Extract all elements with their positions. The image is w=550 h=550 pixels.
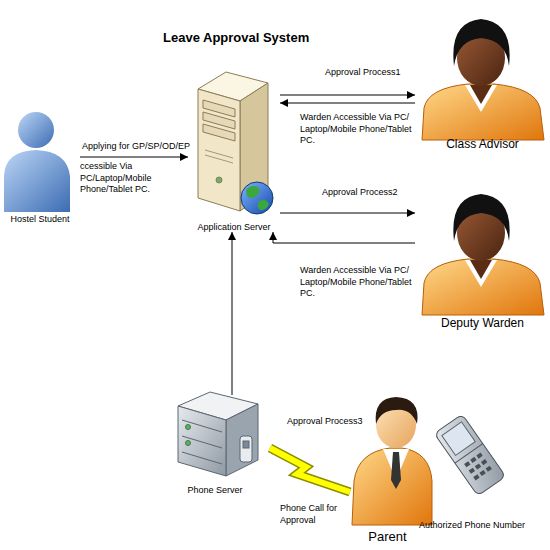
edge-label: Approval Process2 <box>322 187 432 199</box>
node-label: Deputy Warden <box>441 317 524 331</box>
diagram-title: Leave Approval System <box>163 30 383 47</box>
mobile-phone-illustration <box>434 414 505 496</box>
node-label: Phone Server <box>187 485 242 495</box>
phone-server-illustration <box>178 392 258 476</box>
node-label: Hostel Student <box>10 214 69 224</box>
student-figure: Hostel Student <box>0 110 80 224</box>
arrow-connector <box>273 232 415 243</box>
lightning-link <box>270 448 350 492</box>
advisor-illustration <box>422 19 544 140</box>
node-label: Class Advisor <box>446 138 519 152</box>
arrow-connector <box>280 213 415 214</box>
edge-label: Phone Call for Approval <box>280 503 348 526</box>
server-illustration <box>198 72 268 211</box>
node-label: Parent <box>368 530 406 545</box>
arrow-connector <box>280 103 415 104</box>
warden-figure: Deputy Warden <box>415 183 550 331</box>
warden-illustration <box>422 194 544 315</box>
note-label: Approval Process3 <box>287 416 387 428</box>
edge-label: Warden Accessible Via PC/ Laptop/Mobile … <box>300 112 425 147</box>
note-label: ccessible Via PC/Laptop/Mobile Phone/Tab… <box>80 161 192 196</box>
arrow-connector <box>80 157 188 158</box>
parent-illustration <box>352 397 432 525</box>
arrow-connector <box>232 232 233 395</box>
lightning-outline <box>270 448 350 492</box>
node-label: Application Server <box>197 222 270 232</box>
mobile-phone: Authorized Phone Number <box>410 418 534 530</box>
advisor-figure: Class Advisor <box>415 0 550 152</box>
edge-label: Approval Process1 <box>325 67 435 79</box>
server-tower: Application Server <box>188 72 280 232</box>
edge-label: Applying for GP/SP/OD/EP <box>82 141 194 153</box>
student-illustration <box>4 112 70 212</box>
phone-server: Phone Server <box>160 395 270 495</box>
globe-icon <box>241 182 273 214</box>
edge-label: Warden Accessible Via PC/ Laptop/Mobile … <box>300 265 425 300</box>
arrow-connector <box>280 95 415 96</box>
node-label: Authorized Phone Number <box>419 520 525 530</box>
